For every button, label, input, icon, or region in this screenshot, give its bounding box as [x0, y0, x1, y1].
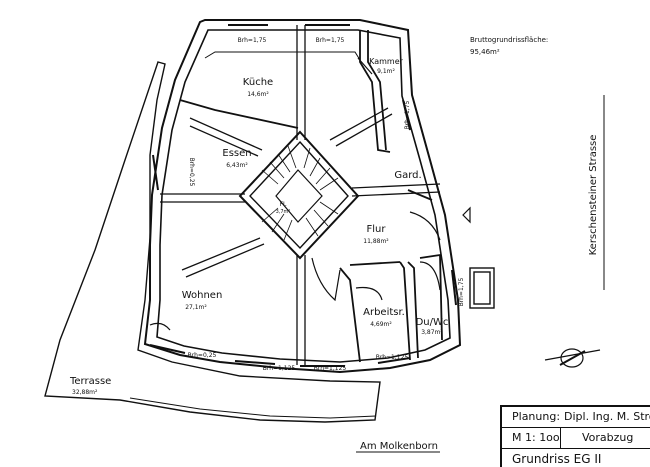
room-arbeitsr-name: Arbeitsr. — [363, 307, 405, 318]
windows — [149, 24, 457, 367]
outer-wall — [143, 19, 462, 374]
title-block-row-planung: Planung: Dipl. Ing. M. Stroh — [502, 407, 650, 428]
room-arbeitsr-area: 4,69m² — [370, 321, 392, 328]
terrace-outline — [44, 61, 381, 423]
parapet-top-left: Brh=1,75 — [238, 37, 267, 44]
balcony — [469, 267, 495, 309]
gross-area-value: 95,46m² — [470, 48, 500, 56]
room-kammer-area: 9,1m² — [377, 68, 395, 75]
room-duwc-name: Du/Wc — [416, 317, 449, 328]
entrance-marker — [462, 206, 471, 224]
room-wohnen-area: 27,1m² — [185, 304, 207, 311]
title-block: Planung: Dipl. Ing. M. Stroh M 1: 1oo Vo… — [500, 405, 650, 467]
stair-core — [238, 130, 360, 260]
parapet-left: Brh=0,25 — [188, 158, 195, 187]
interior-walls — [179, 30, 443, 363]
room-flur-area: 11,88m² — [363, 238, 389, 245]
stair-name: FL — [280, 201, 287, 208]
terrace-edge — [129, 397, 377, 419]
room-duwc-area: 3,87m² — [421, 329, 443, 336]
parapet-right-lower: Brh=1,75 — [458, 277, 465, 306]
room-gard-name: Gard. — [394, 170, 421, 181]
scale-value: M 1: 1oo — [512, 431, 560, 444]
terrace-area: 32,88m² — [72, 389, 98, 396]
room-wohnen-name: Wohnen — [182, 290, 223, 301]
street-south: Am Molkenborn — [360, 441, 438, 452]
status-value: Vorabzug — [582, 431, 634, 444]
door-swings — [149, 57, 441, 331]
parapet-bottom-mid1: Brh=1,125 — [263, 365, 296, 372]
drawing-title: Grundriss EG II — [512, 452, 602, 466]
terrace-name: Terrasse — [69, 376, 111, 387]
planung-label: Planung: — [512, 410, 561, 423]
room-essen-name: Essen — [222, 148, 251, 159]
parapet-top-right: Brh=1,75 — [316, 37, 345, 44]
title-block-divider — [560, 428, 561, 448]
room-kueche-area: 14,6m² — [247, 91, 269, 98]
room-kueche-name: Küche — [243, 77, 273, 88]
parapet-bottom-left: Brh=0,25 — [188, 352, 217, 359]
parapet-right-upper: Brh=1,75 — [404, 100, 411, 129]
title-block-row-scale: M 1: 1oo Vorabzug — [502, 428, 650, 449]
planer-name: Dipl. Ing. M. Stroh — [564, 410, 650, 423]
street-east: Kerschensteiner Strasse — [588, 135, 599, 256]
parapet-bottom-mid2: Brh=1,125 — [314, 365, 347, 372]
room-flur-name: Flur — [367, 224, 387, 235]
room-essen-area: 6,43m² — [226, 162, 248, 169]
radial-beams — [160, 25, 441, 365]
parapet-bottom-right: Brh=1,125 — [376, 354, 409, 361]
gross-area-label: Bruttogrundrissfläche: — [470, 36, 548, 44]
north-arrow-icon — [544, 348, 601, 368]
kitchen-counter — [204, 51, 361, 61]
stair-area: 3,7m² — [276, 209, 291, 215]
room-kammer-name: Kammer — [369, 57, 404, 66]
title-block-row-title: Grundriss EG II — [502, 449, 650, 467]
